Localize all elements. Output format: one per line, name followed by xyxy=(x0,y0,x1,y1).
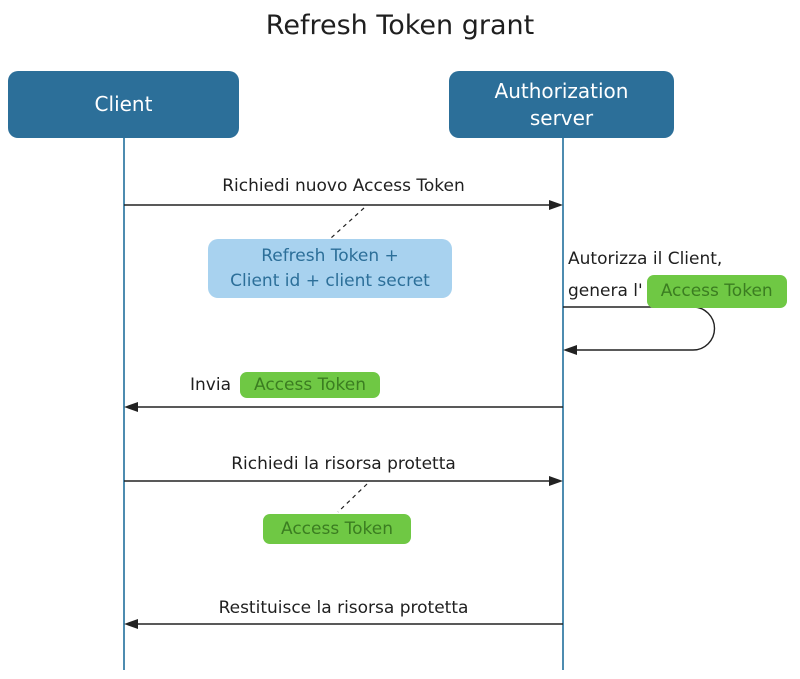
message-2-access-token-badge: Access Token xyxy=(240,372,380,398)
self-message-label: Autorizza il Client, genera l' Access To… xyxy=(568,246,787,308)
actor-client-label: Client xyxy=(94,92,153,117)
message-4-arrowhead-left xyxy=(124,619,138,629)
self-message-line1: Autorizza il Client, xyxy=(568,249,723,269)
actor-client: Client xyxy=(8,71,239,138)
self-message-line2-prefix: genera l' xyxy=(568,281,643,302)
self-message-loop xyxy=(563,306,716,351)
message-3-label: Richiedi la risorsa protetta xyxy=(231,454,456,474)
note-2-dashed-connector xyxy=(337,483,368,513)
access-token-note: Access Token xyxy=(263,514,411,544)
message-4-label: Restituisce la risorsa protetta xyxy=(218,598,469,618)
actor-auth-label-line1: Authorization xyxy=(494,79,629,104)
self-message-line2: genera l' Access Token xyxy=(568,275,787,308)
refresh-token-note: Refresh Token + Client id + client secre… xyxy=(208,239,452,298)
refresh-token-note-line1: Refresh Token + xyxy=(261,245,399,266)
actor-auth-label-line2: server xyxy=(529,105,594,130)
message-3-arrowhead-right xyxy=(549,476,563,486)
message-1-label: Richiedi nuovo Access Token xyxy=(222,176,465,196)
message-2-prefix: Invia xyxy=(190,375,231,395)
diagram-title: Refresh Token grant xyxy=(265,10,535,41)
refresh-token-note-line2: Client id + client secret xyxy=(230,270,430,291)
self-message-arrowhead-left xyxy=(563,345,577,355)
note-1-dashed-connector xyxy=(330,207,365,239)
message-1-arrowhead-right xyxy=(549,200,563,210)
actor-authorization-server: Authorization server xyxy=(449,71,674,138)
message-2-arrowhead-left xyxy=(124,402,138,412)
message-2-label: Invia Access Token xyxy=(190,372,380,398)
self-message-access-token-badge: Access Token xyxy=(646,275,787,308)
